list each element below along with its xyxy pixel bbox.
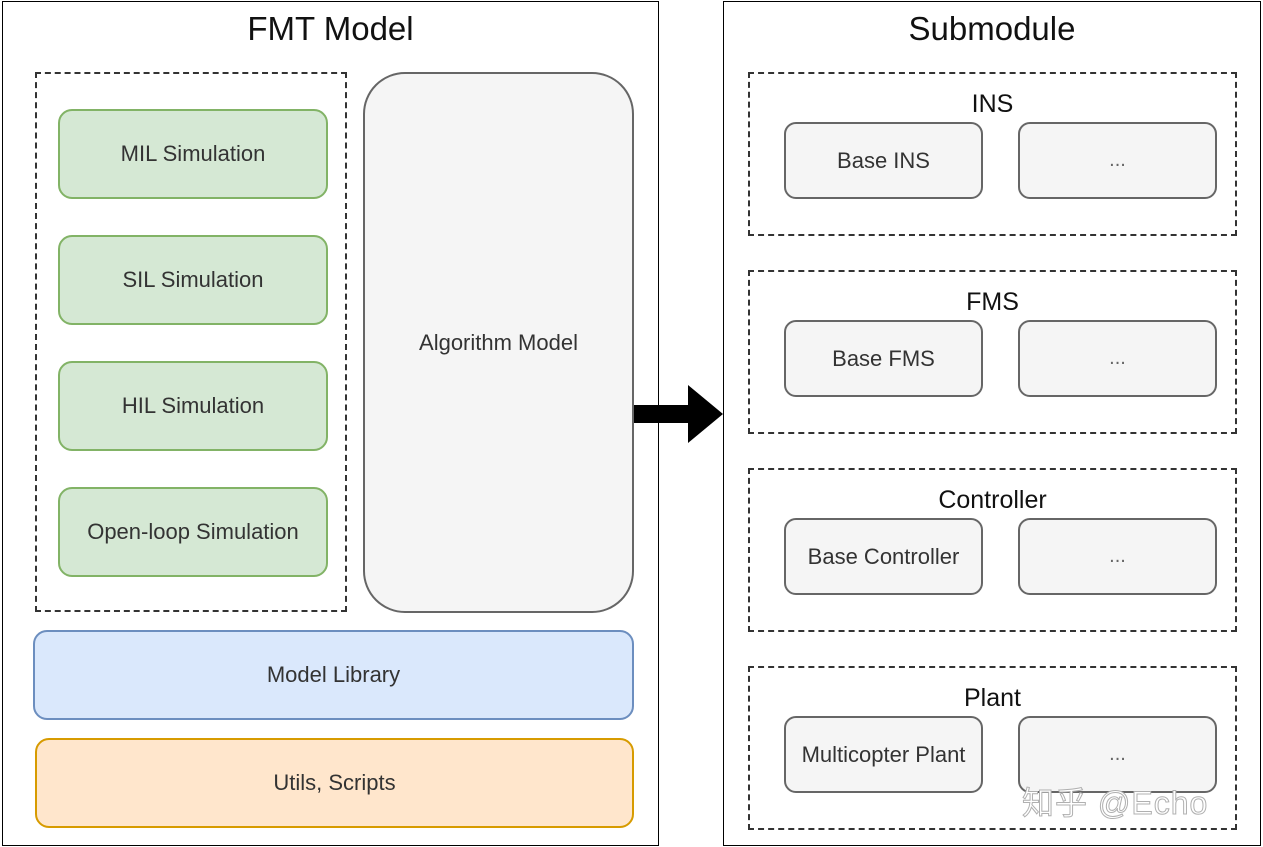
watermark-text: 知乎 @Echo xyxy=(1021,785,1209,822)
right-arrow-icon xyxy=(634,385,723,443)
multicopter-plant-box: Multicopter Plant xyxy=(784,716,983,793)
mil-simulation-box: MIL Simulation xyxy=(58,109,328,199)
fms-group: FMS xyxy=(748,270,1237,434)
submodule-title: Submodule xyxy=(908,10,1076,47)
sil-simulation-box: SIL Simulation xyxy=(58,235,328,325)
fms-more-box: ... xyxy=(1018,320,1217,397)
ins-group: INS xyxy=(748,72,1237,236)
simulation-group xyxy=(35,72,347,612)
fmt-model-title: FMT Model xyxy=(247,10,414,47)
plant-group: Plant xyxy=(748,666,1237,830)
controller-group: Controller xyxy=(748,468,1237,632)
base-fms-box: Base FMS xyxy=(784,320,983,397)
model-library-box: Model Library xyxy=(33,630,634,720)
base-controller-box: Base Controller xyxy=(784,518,983,595)
base-ins-box: Base INS xyxy=(784,122,983,199)
algorithm-model-box: Algorithm Model xyxy=(363,72,634,613)
hil-simulation-box: HIL Simulation xyxy=(58,361,328,451)
open-loop-simulation-box: Open-loop Simulation xyxy=(58,487,328,577)
plant-more-box: ... xyxy=(1018,716,1217,793)
controller-more-box: ... xyxy=(1018,518,1217,595)
fms-group-title: FMS xyxy=(966,288,1019,316)
controller-group-title: Controller xyxy=(938,486,1047,514)
ins-more-box: ... xyxy=(1018,122,1217,199)
ins-group-title: INS xyxy=(971,90,1014,118)
plant-group-title: Plant xyxy=(964,684,1021,712)
utils-scripts-box: Utils, Scripts xyxy=(35,738,634,828)
